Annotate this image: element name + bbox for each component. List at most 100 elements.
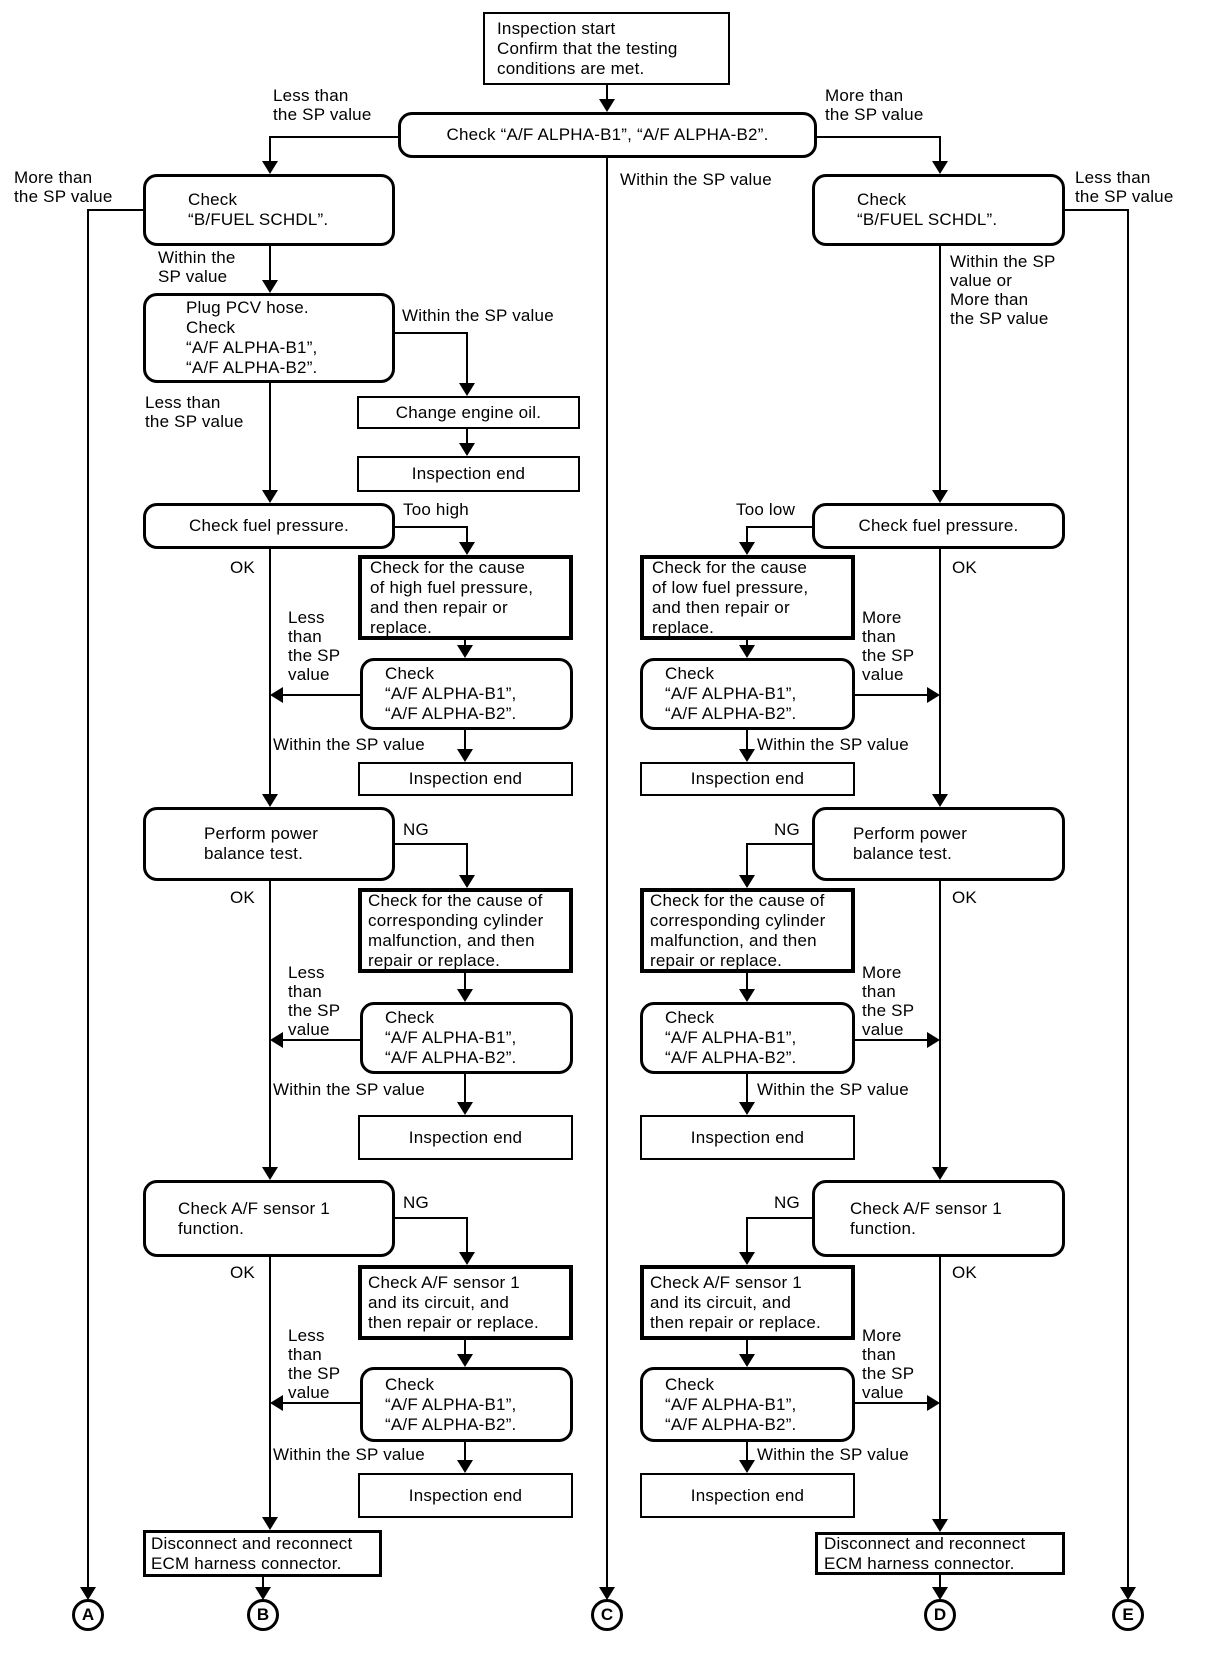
branch-within-right-3: Within the SP value	[757, 1445, 909, 1464]
arrowhead-down-icon	[739, 542, 755, 555]
arrowhead-down-icon	[262, 794, 278, 807]
change-engine-oil-text-0: Change engine oil.	[395, 402, 542, 422]
branch-ok-left-3-line-0: OK	[230, 1263, 255, 1282]
cause-cylinder-right-text-3: repair or replace.	[650, 950, 783, 970]
check-af-left-1: Check“A/F ALPHA-B1”,“A/F ALPHA-B2”.	[360, 658, 573, 730]
branch-within-left-2: Within the SP value	[273, 735, 425, 754]
branch-less-plug-line-0: Less than	[145, 393, 221, 412]
flow-line	[269, 246, 271, 280]
check-af-left-3-text-0: Check	[385, 1374, 435, 1394]
flow-line	[1064, 209, 1129, 211]
inspection-end-6: Inspection end	[640, 1115, 855, 1160]
flow-line	[282, 1039, 361, 1041]
flow-line	[746, 1074, 748, 1102]
branch-more-outer-left-line-0: More than	[14, 168, 93, 187]
check-bfuel-left-text-0: Check	[188, 190, 238, 209]
branch-less-stack-left-1-line-2: the SP	[288, 646, 341, 665]
check-af-left-1-text-0: Check	[385, 664, 435, 683]
arrowhead-left-icon	[270, 1032, 283, 1048]
branch-too-high-line-0: Too high	[403, 500, 469, 519]
branch-ng-right-1-line-0: NG	[774, 820, 800, 839]
branch-within-right-1: Within the SP value	[757, 735, 909, 754]
arrowhead-down-icon	[459, 443, 475, 456]
arrowhead-down-icon	[932, 1519, 948, 1532]
cause-high-fuel-pressure-text-0: Check for the cause	[370, 557, 525, 577]
cause-high-fuel-pressure-text-3: replace.	[370, 617, 433, 637]
branch-too-high: Too high	[403, 500, 469, 519]
arrowhead-right-icon	[927, 687, 940, 703]
inspection-end-2: Inspection end	[358, 762, 573, 796]
check-af-right-2-text-0: Check	[665, 1008, 715, 1027]
flow-line	[939, 1575, 941, 1587]
check-sensor-left-text-1: function.	[178, 1218, 245, 1238]
branch-more-stack-right-2-line-3: value	[862, 1020, 904, 1039]
branch-less-stack-left-2-line-3: value	[288, 1020, 330, 1039]
arrowhead-right-icon	[927, 1395, 940, 1411]
flow-line	[87, 209, 89, 1587]
branch-less-stack-left-3-line-0: Less	[288, 1326, 325, 1345]
branch-ng-right-2: NG	[774, 1193, 800, 1212]
flow-line	[1127, 209, 1129, 1587]
branch-within-or-more-right-line-0: Within the SP	[950, 252, 1056, 271]
flow-line	[395, 843, 468, 845]
flow-line	[466, 333, 468, 383]
check-af-left-3-text-2: “A/F ALPHA-B2”.	[385, 1414, 517, 1434]
check-af-right-2-text-1: “A/F ALPHA-B1”,	[665, 1028, 797, 1047]
arrowhead-down-icon	[457, 1102, 473, 1115]
branch-within-right-3-line-0: Within the SP value	[757, 1445, 909, 1464]
branch-more-stack-right-1-line-2: the SP	[862, 646, 915, 665]
check-af-right-1-text-2: “A/F ALPHA-B2”.	[665, 704, 797, 723]
sensor-circuit-right-text-0: Check A/F sensor 1	[650, 1272, 802, 1292]
inspection-end-4-text-0: Inspection end	[408, 1485, 523, 1505]
flow-line	[395, 332, 468, 334]
check-bfuel-right-text-0: Check	[857, 190, 907, 209]
branch-ng-left-2: NG	[403, 1193, 429, 1212]
branch-within-right-2-line-0: Within the SP value	[757, 1080, 909, 1099]
branch-too-low: Too low	[736, 500, 795, 519]
branch-within-center-line-0: Within the SP value	[620, 170, 772, 189]
flow-line	[939, 136, 941, 161]
branch-within-plug: Within the SP value	[402, 306, 554, 325]
flow-line	[854, 1039, 928, 1041]
arrowhead-right-icon	[927, 1032, 940, 1048]
connector-letter-a: A	[81, 1605, 95, 1624]
inspection-end-5-text-0: Inspection end	[690, 769, 805, 788]
inspection-start-text-2: conditions are met.	[497, 58, 645, 78]
inspection-end-7: Inspection end	[640, 1473, 855, 1518]
flow-line	[269, 383, 271, 490]
branch-ok-right-2-line-0: OK	[952, 888, 977, 907]
flow-line	[464, 973, 466, 989]
inspection-end-6-text-0: Inspection end	[690, 1127, 805, 1147]
branch-less-stack-left-1-line-1: than	[288, 627, 322, 646]
connector-letter-c: C	[600, 1605, 614, 1624]
plug-pcv-check-text-1: Check	[186, 318, 236, 337]
flow-line	[262, 1577, 264, 1587]
connector-circle-c: C	[591, 1599, 623, 1631]
check-af-left-2-text-0: Check	[385, 1008, 435, 1027]
arrowhead-down-icon	[1120, 1587, 1136, 1600]
power-balance-right-text-1: balance test.	[853, 844, 952, 863]
branch-more-stack-right-2-line-1: than	[862, 982, 896, 1001]
check-af-left-1-text-1: “A/F ALPHA-B1”,	[385, 684, 517, 703]
branch-less-outer-right-line-0: Less than	[1075, 168, 1151, 187]
branch-within-left-3-line-0: Within the SP value	[273, 1080, 425, 1099]
arrowhead-down-icon	[739, 1102, 755, 1115]
flow-line	[395, 526, 468, 528]
branch-ok-left-1: OK	[230, 558, 255, 577]
branch-less-outer-right-line-1: the SP value	[1075, 187, 1174, 206]
branch-less-stack-left-2-line-0: Less	[288, 963, 325, 982]
